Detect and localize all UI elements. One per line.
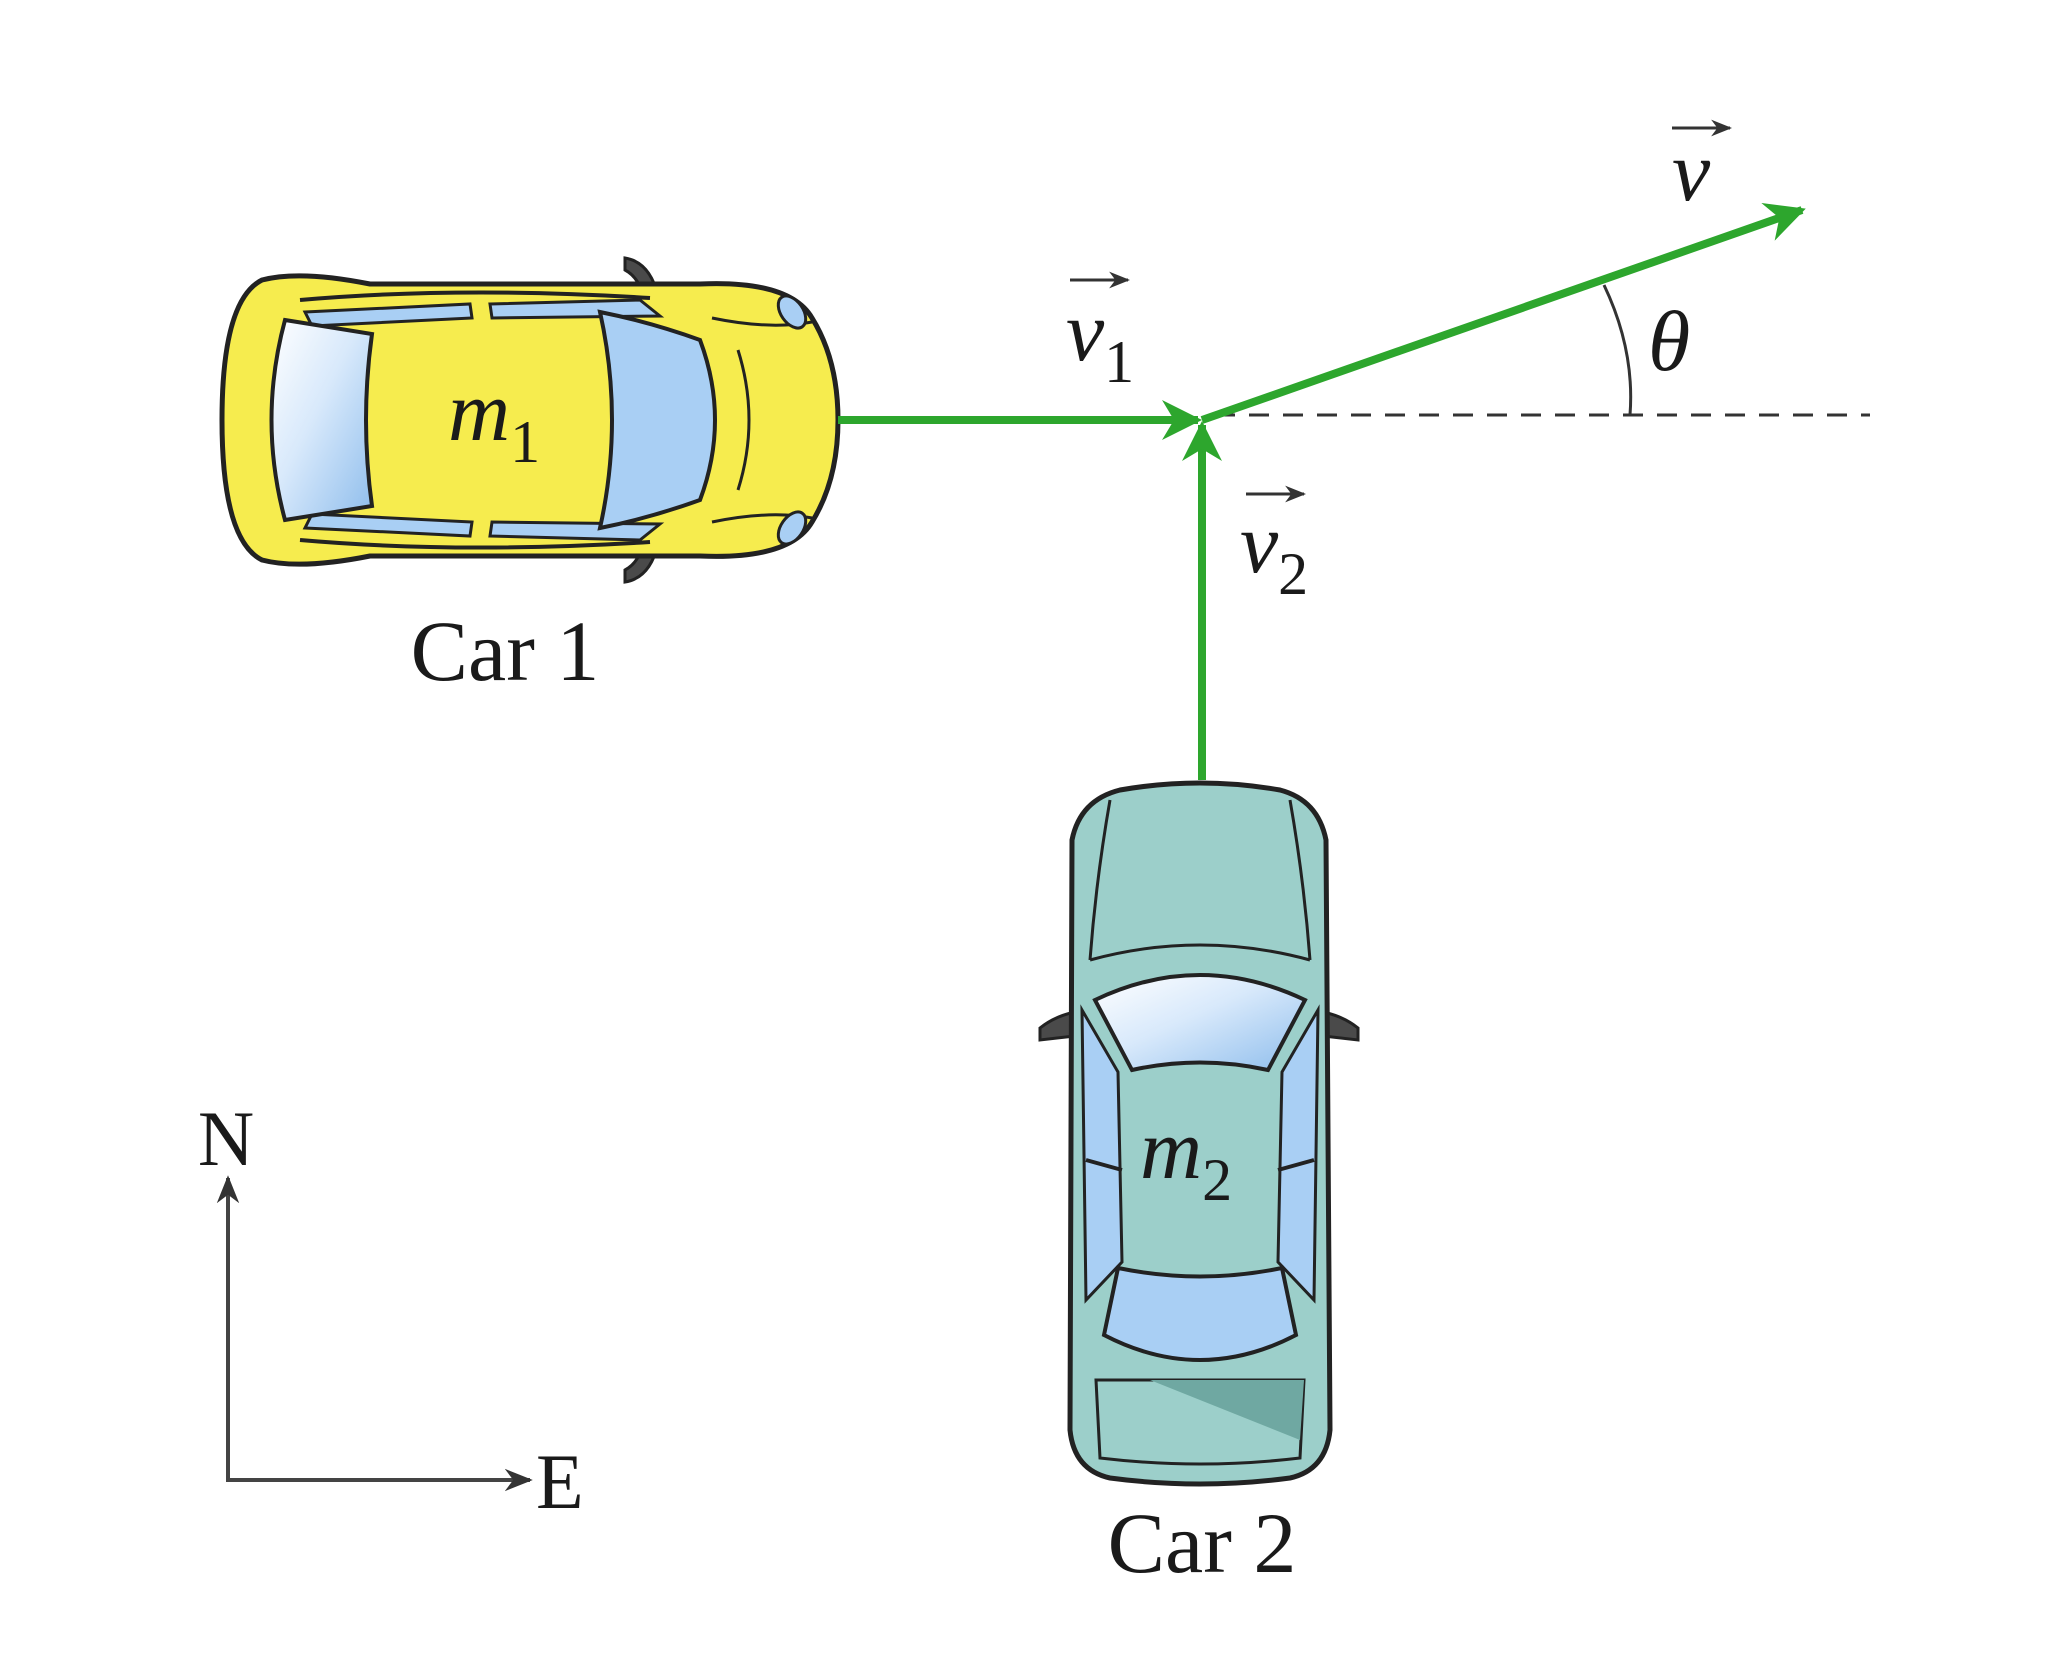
v2-label: v2 [1240,485,1308,607]
car-2-caption: Car 2 [1108,1495,1297,1591]
svg-text:v1: v1 [1066,283,1134,395]
car-2-rear-window [1101,1265,1299,1362]
svg-text:v2: v2 [1240,495,1308,607]
car-1-side-window-bottom-rear [302,512,474,538]
compass: N E [198,1095,584,1525]
car-1-windshield [597,309,717,531]
car-1-mass-label: m1 [448,363,540,475]
v1-label: v1 [1066,271,1134,395]
compass-east-label: E [536,1438,584,1525]
car-1: m1 Car 1 [219,256,841,699]
velocity-vectors: v1 v2 v θ [838,119,1870,780]
svg-text:v: v [1672,123,1711,219]
car-2-windshield [1092,973,1308,1073]
v-final-arrow [1200,203,1806,424]
theta-angle-arc [1602,284,1633,416]
car-2-hood-line [1088,799,1312,962]
car-2-mass-label: m2 [1140,1101,1232,1213]
car-1-sill-bottom [299,538,651,550]
car-1-rear-window [269,317,375,523]
car-2-side-window-right [1276,1004,1320,1304]
car-2-trunk-shadow [1150,1380,1304,1440]
car-1-side-window-top-rear [302,302,474,328]
car-1-caption: Car 1 [411,603,600,699]
car-2-pillars [1085,1158,1315,1172]
car-2: m2 Car 2 [1038,780,1360,1591]
car-1-sill-top [299,290,651,302]
car-1-side-window-top-front [488,298,665,320]
compass-north-label: N [198,1095,254,1182]
car-1-side-window-bottom-front [488,520,665,542]
theta-label: θ [1648,293,1690,389]
car-1-headlight-top [776,294,808,330]
car-2-side-window-left [1080,1004,1124,1304]
car-1-headlight-bottom [776,510,808,546]
v-label: v [1672,119,1733,219]
